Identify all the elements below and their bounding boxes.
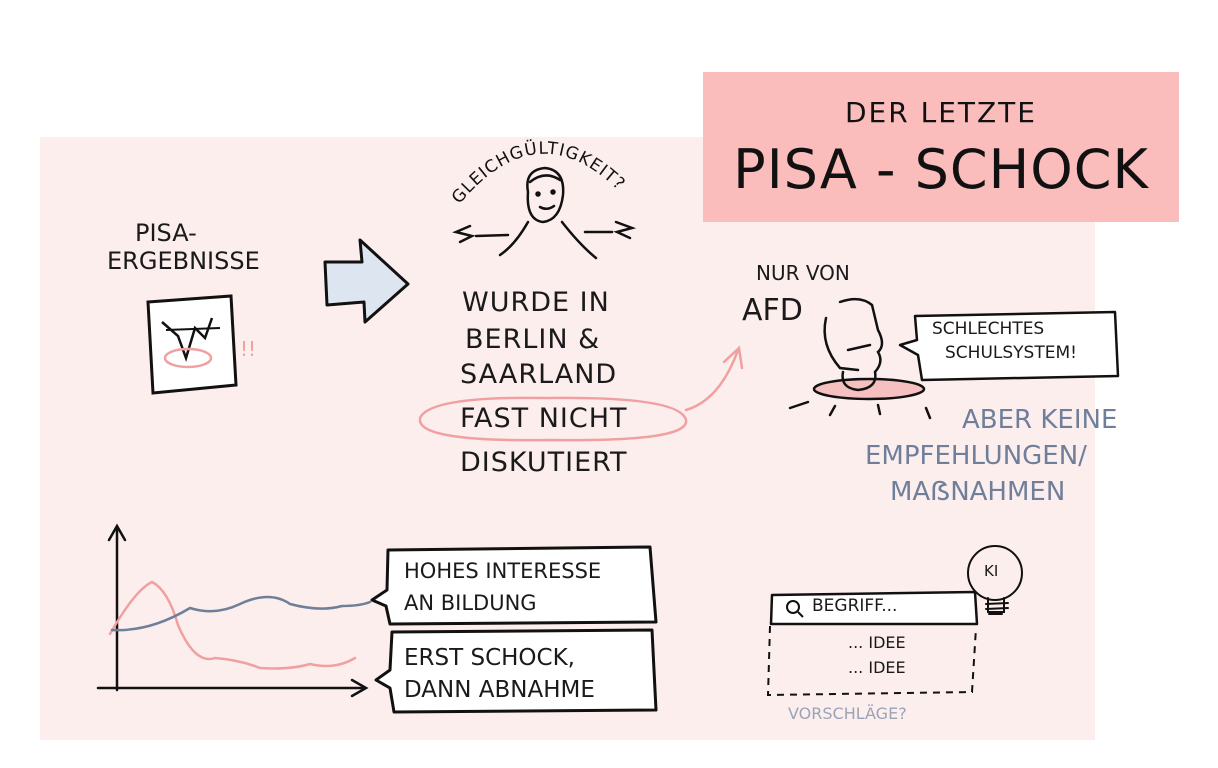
speech-line-2: SCHULSYSTEM! bbox=[945, 343, 1077, 363]
box1-line1: HOHES INTERESSE bbox=[404, 559, 602, 583]
suggestion-2: ... IDEE bbox=[848, 658, 906, 677]
center-line-3: SAARLAND bbox=[460, 359, 618, 390]
search-query: BEGRIFF... bbox=[812, 596, 898, 616]
highlight-ellipse bbox=[418, 345, 744, 442]
pisa-label-line1: PISA- bbox=[135, 219, 197, 247]
line-chart bbox=[96, 523, 372, 698]
title-line-1: DER LETZTE bbox=[845, 96, 1037, 129]
speech-line-1: SCHLECHTES bbox=[932, 319, 1045, 339]
box2-line2: DANN ABNAHME bbox=[404, 677, 595, 703]
ki-label: KI bbox=[984, 562, 999, 580]
search-icon bbox=[786, 600, 804, 618]
arc-word: GLEICHGÜLTIGKEIT? bbox=[448, 137, 629, 208]
note-line-2: EMPFEHLUNGEN/ bbox=[865, 441, 1087, 471]
speaker-person-icon bbox=[788, 297, 932, 420]
big-arrow-icon bbox=[323, 238, 410, 324]
afd-label-line2: AFD bbox=[742, 293, 803, 328]
note-line-1: ABER KEINE bbox=[962, 405, 1118, 435]
suggestions-dashed-area bbox=[766, 625, 977, 697]
pisa-document-icon bbox=[146, 294, 238, 395]
note-line-3: MAẞNAHMEN bbox=[890, 477, 1066, 507]
speech-bubble-afd bbox=[898, 310, 1120, 382]
afd-label-line1: NUR VON bbox=[756, 261, 850, 285]
title-line-2: PISA - SCHOCK bbox=[733, 138, 1149, 201]
center-line-4: FAST NICHT bbox=[460, 403, 628, 434]
pisa-label-line2: ERGEBNISSE bbox=[107, 247, 260, 275]
note-box-1 bbox=[370, 545, 658, 626]
search-box bbox=[769, 590, 979, 626]
title-box bbox=[703, 72, 1179, 222]
center-line-5: DISKUTIERT bbox=[460, 447, 628, 478]
shrugging-person-icon bbox=[452, 166, 637, 260]
lightbulb-icon bbox=[967, 545, 1023, 615]
note-box-2 bbox=[374, 628, 658, 714]
exclamation-mark: !! bbox=[240, 337, 257, 361]
box2-line1: ERST SCHOCK, bbox=[404, 645, 575, 671]
center-line-2: BERLIN & bbox=[465, 324, 601, 355]
suggestions-caption: VORSCHLÄGE? bbox=[788, 704, 907, 723]
center-line-1: WURDE IN bbox=[462, 287, 610, 318]
box1-line2: AN BILDUNG bbox=[404, 591, 537, 615]
suggestion-1: ... IDEE bbox=[848, 633, 906, 652]
